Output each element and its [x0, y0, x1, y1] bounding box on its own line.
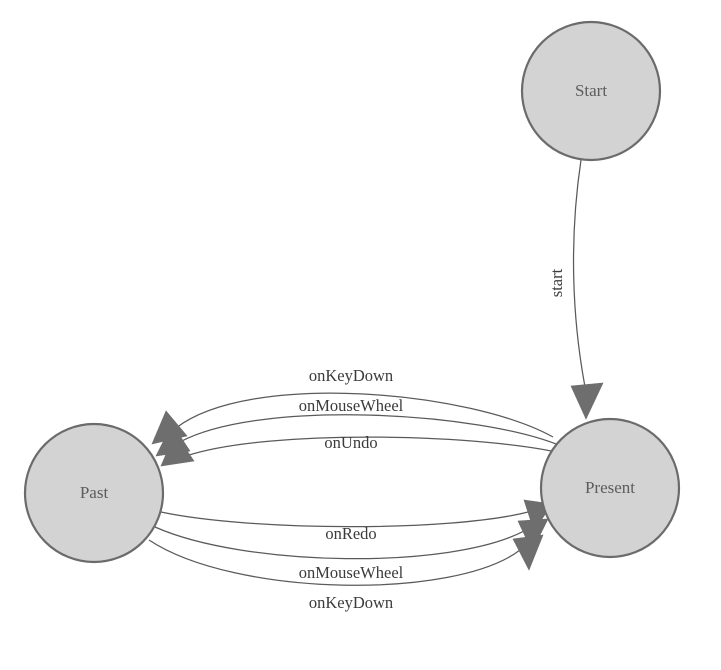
edge-label-present-past-onmousewheel: onMouseWheel	[299, 396, 404, 415]
edge-present-to-past-onundo-path	[185, 436, 570, 457]
edge-past-to-present-onkeydown-arrowhead	[512, 534, 544, 571]
edge-start-to-present[interactable]	[570, 159, 604, 420]
edge-present-to-past-onkeydown-path	[175, 392, 554, 438]
node-start[interactable]: Start	[520, 20, 662, 162]
edge-present-to-past-onundo-arrowhead	[160, 432, 195, 467]
edge-past-to-present-onkeydown[interactable]	[148, 534, 544, 586]
node-start-label: Start	[575, 81, 607, 100]
edge-label-past-present-onredo: onRedo	[325, 524, 376, 543]
edge-label-present-past-onkeydown: onKeyDown	[309, 366, 393, 385]
edge-label-past-present-onmousewheel: onMouseWheel	[299, 563, 404, 582]
edge-label-past-present-onkeydown: onKeyDown	[309, 593, 393, 612]
edge-past-to-present-onkeydown-path	[148, 539, 521, 586]
edge-start-to-present-arrowhead	[570, 382, 604, 420]
edge-past-to-present-onmousewheel-arrowhead	[517, 518, 549, 552]
node-present-label: Present	[585, 478, 635, 497]
node-present-circle	[539, 417, 681, 559]
edge-past-to-present-onmousewheel[interactable]	[154, 518, 549, 560]
edge-present-to-past-onundo[interactable]	[160, 432, 570, 467]
node-past[interactable]: Past	[23, 422, 165, 564]
edge-label-present-past-onundo: onUndo	[324, 433, 377, 452]
edge-past-to-present-onmousewheel-path	[154, 526, 525, 560]
edge-label-start-present-start: start	[547, 268, 566, 297]
node-past-circle	[23, 422, 165, 564]
node-start-circle	[520, 20, 662, 162]
edge-past-to-present-onredo-path	[160, 511, 529, 528]
node-present[interactable]: Present	[539, 417, 681, 559]
edge-start-to-present-path	[572, 159, 587, 393]
edge-present-to-past-onmousewheel-path	[179, 414, 562, 447]
node-past-label: Past	[80, 483, 109, 502]
